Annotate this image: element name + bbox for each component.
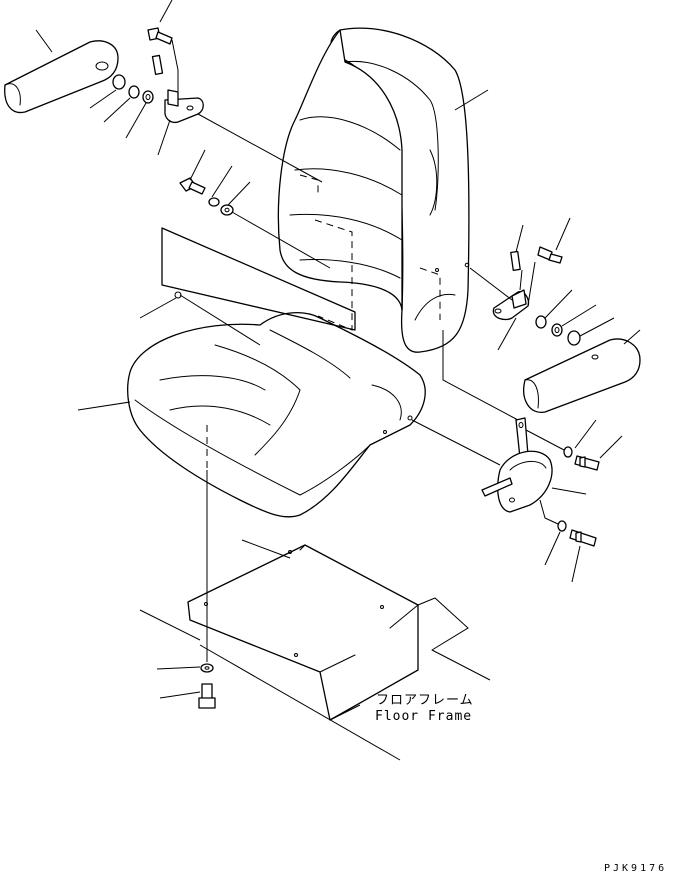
cover-plate xyxy=(161,227,356,331)
floor-frame-label-jp: フロアフレーム xyxy=(376,693,474,708)
floor-frame xyxy=(187,544,469,721)
floor-frame-label-en: Floor Frame xyxy=(375,709,472,724)
callout-leaders xyxy=(35,29,641,699)
left-hardware xyxy=(112,27,204,124)
floor-bolt xyxy=(198,663,216,709)
right-hinge xyxy=(492,246,581,346)
armrest-right xyxy=(523,338,641,413)
armrest-left xyxy=(4,40,119,114)
mid-bolts xyxy=(179,177,234,216)
seat-back xyxy=(277,27,470,353)
recline-lever xyxy=(481,417,600,547)
drawing-code: PJK9176 xyxy=(604,863,667,874)
assembly-lines xyxy=(139,0,565,761)
seat-cushion xyxy=(127,312,426,518)
